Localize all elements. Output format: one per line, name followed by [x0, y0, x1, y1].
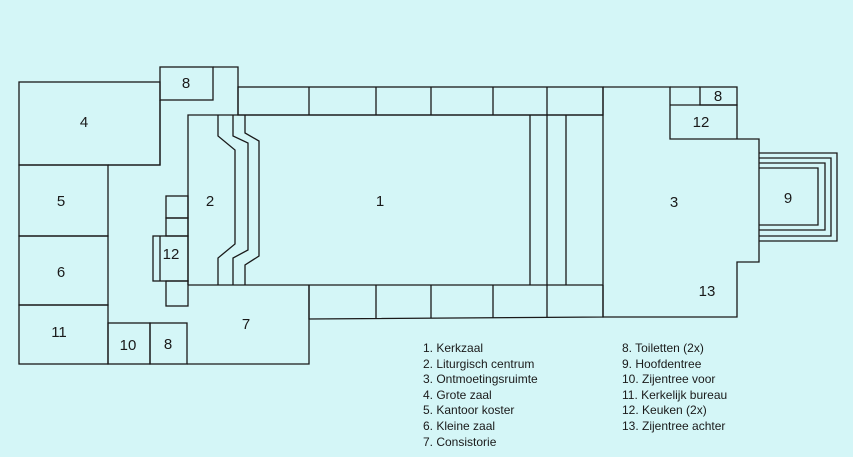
corridor-top [237, 86, 604, 116]
legend-item: 13. Zijentree achter [622, 418, 726, 433]
legend-item: 12. Keuken (2x) [622, 403, 707, 418]
legend-item: 5. Kantoor koster [423, 403, 515, 418]
room-3-outline [602, 86, 760, 318]
room-label-7: 7 [242, 316, 250, 333]
legend-item: 3. Ontmoetingsruimte [423, 372, 538, 387]
room-label-12-left: 12 [163, 246, 180, 263]
entrance-step-4 [759, 167, 819, 226]
legend-item: 6. Kleine zaal [423, 418, 496, 433]
room-label-12-right: 12 [693, 114, 710, 131]
legend-item: 4. Grote zaal [423, 387, 492, 402]
room-label-8-right: 8 [714, 88, 722, 105]
room-12-right-outline [670, 104, 738, 139]
legend-item: 7. Consistorie [423, 434, 497, 449]
legend-item: 9. Hoofdentree [622, 356, 702, 371]
room-label-3: 3 [670, 194, 678, 211]
entrance-step-2 [759, 157, 832, 237]
room-label-4: 4 [80, 114, 88, 131]
stage-line-2 [232, 115, 249, 285]
legend-item: 11. Kerkelijk bureau [622, 387, 728, 402]
room-12-cabinet-mid [165, 217, 189, 237]
room-8-top-outline [159, 66, 214, 101]
entrance-step-3 [759, 162, 826, 231]
wall-top-left [213, 66, 239, 115]
room-label-9: 9 [784, 190, 792, 207]
legend-item: 10. Zijentree voor [622, 372, 716, 387]
room-label-11: 11 [51, 324, 67, 341]
corridor-bottom [308, 285, 604, 320]
room-12-cabinet-top [165, 195, 189, 219]
room-label-5: 5 [57, 193, 65, 210]
room-label-6: 6 [57, 264, 65, 281]
legend-right: 8. Toiletten (2x) 9. Hoofdentree 10. Zij… [622, 341, 727, 435]
room-8-bottom-outline [149, 322, 188, 365]
entrance-step-1 [759, 152, 838, 242]
room-label-13: 13 [699, 283, 716, 300]
room-label-1: 1 [376, 193, 384, 210]
wall-room4-right [108, 100, 161, 166]
legend-item: 8. Toiletten (2x) [622, 341, 704, 355]
room-label-8-top: 8 [182, 75, 190, 92]
legend-item: 2. Liturgisch centrum [423, 356, 535, 371]
room-label-2: 2 [206, 193, 214, 210]
legend-left: 1. Kerkzaal 2. Liturgisch centrum 3. Ont… [423, 341, 538, 450]
room-label-8-bottom: 8 [164, 336, 172, 353]
room-label-10: 10 [120, 337, 137, 354]
room-4-outline [18, 81, 161, 166]
stage-line-3 [244, 115, 260, 285]
room-12-cabinet-bottom [165, 280, 189, 307]
stage-line-1 [217, 115, 236, 285]
legend-item: 1. Kerkzaal [423, 341, 484, 355]
room-2-outline [187, 114, 603, 285]
